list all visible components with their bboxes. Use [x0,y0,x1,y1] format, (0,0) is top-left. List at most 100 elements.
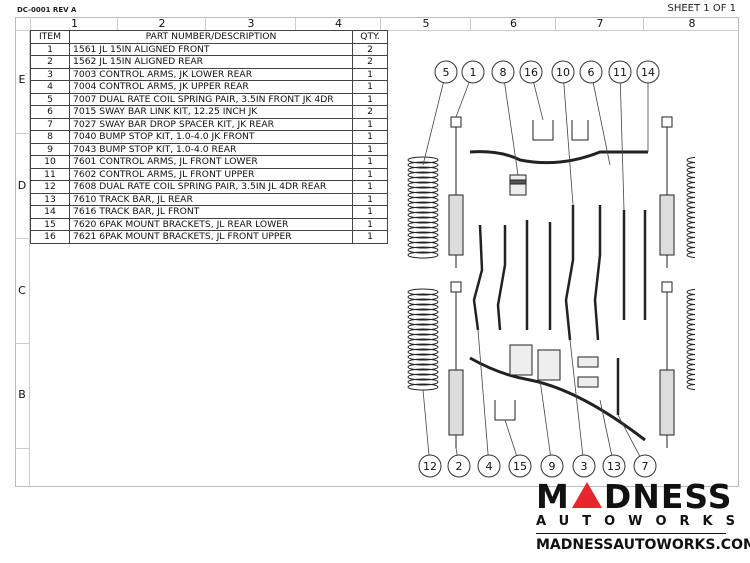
callout-number: 10 [556,66,570,79]
quantity: 1 [352,92,388,106]
item-number: 2 [30,55,70,69]
quantity: 1 [352,130,388,144]
part-description: 7004 CONTROL ARMS, JK UPPER REAR [69,80,353,94]
item-number: 13 [30,192,70,206]
track-bar-front [469,150,648,165]
item-number: 5 [30,92,70,106]
document-id: DC-0001 REV A [17,6,77,14]
row-letter: B [18,388,26,401]
row-letter: C [18,284,26,297]
callout-number: 9 [549,460,556,473]
column-number: 7 [555,17,644,30]
column-number: 3 [205,17,296,30]
item-number: 10 [30,155,70,169]
part-description: 7040 BUMP STOP KIT, 1.0-4.0 JK FRONT [69,130,353,144]
callout-number: 14 [641,66,655,79]
quantity: 1 [352,80,388,94]
header-item: ITEM [30,30,70,44]
item-number: 14 [30,205,70,219]
item-number: 9 [30,142,70,156]
logo-letter: S [707,477,733,516]
quantity: 1 [352,142,388,156]
quantity: 1 [352,67,388,81]
row-divider [15,448,29,449]
part-description: 1562 JL 15IN ALIGNED REAR [69,55,353,69]
callout-balloon: 6 [579,60,611,166]
quantity: 2 [352,42,388,56]
logo-letter: E [660,477,685,516]
callout-number: 1 [470,66,477,79]
item-number: 1 [30,42,70,56]
frame-divider [29,30,30,487]
column-number: 8 [643,17,740,30]
callout-balloon: 5 [422,60,458,166]
item-number: 15 [30,217,70,231]
coil-spring-rear-left [407,288,439,391]
website-url[interactable]: MADNESSAUTOWORKS.COM [536,537,750,553]
header-qty: QTY. [352,30,388,44]
quantity: 2 [352,55,388,69]
coil-spring-front-left [407,156,439,259]
part-description: 7602 CONTROL ARMS, JL FRONT UPPER [69,167,353,181]
callout-number: 4 [486,460,493,473]
part-description: 7027 SWAY BAR DROP SPACER KIT, JK REAR [69,117,353,131]
part-description: 7007 DUAL RATE COIL SPRING PAIR, 3.5IN F… [69,92,353,106]
quantity: 1 [352,117,388,131]
quantity: 1 [352,192,388,206]
row-divider [15,133,29,134]
callout-balloon: 4 [477,329,501,478]
row-divider [15,343,29,344]
callout-number: 8 [500,66,507,79]
callout-number: 2 [456,460,463,473]
callout-balloon: 9 [539,379,564,478]
row-letter: E [18,73,26,86]
callout-balloon: 11 [608,60,632,211]
callout-number: 3 [581,460,588,473]
logo-letter: D [603,477,633,516]
callout-number: 16 [524,66,538,79]
item-number: 4 [30,80,70,94]
logo-letter: N [632,477,661,516]
callout-number: 7 [642,460,649,473]
column-number: 4 [295,17,381,30]
coil-spring-rear-right [686,288,695,391]
column-number: 5 [380,17,471,30]
bump-stops [509,174,599,388]
callout-balloon: 12 [418,389,442,478]
part-description: 7616 TRACK BAR, JL FRONT [69,205,353,219]
quantity: 1 [352,167,388,181]
shock-absorber [448,116,675,448]
logo-triangle-icon [571,482,602,508]
table-header-row: ITEM PART NUMBER/DESCRIPTION QTY. [30,30,388,44]
part-description: 1561 JL 15IN ALIGNED FRONT [69,42,353,56]
quantity: 1 [352,230,388,244]
quantity: 2 [352,105,388,119]
quantity: 1 [352,217,388,231]
quantity: 1 [352,180,388,194]
item-number: 16 [30,230,70,244]
part-description: 7003 CONTROL ARMS, JK LOWER REAR [69,67,353,81]
callout-balloon: 7 [617,414,657,478]
callout-number: 11 [613,66,627,79]
header-description: PART NUMBER/DESCRIPTION [69,30,353,44]
callout-balloon: 8 [491,60,519,176]
callout-balloon: 15 [504,419,532,478]
callout-number: 12 [423,460,437,473]
callout-balloon: 3 [569,339,596,478]
